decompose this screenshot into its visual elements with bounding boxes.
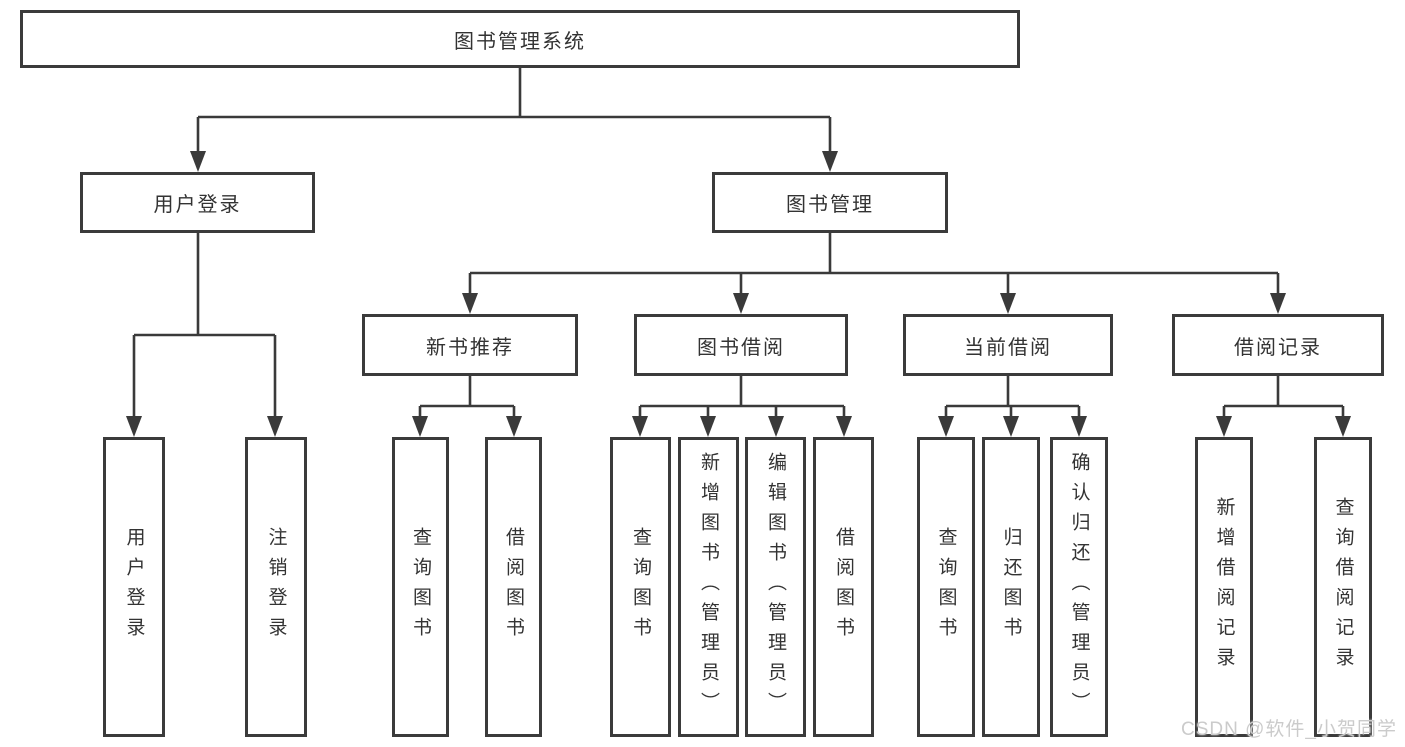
arrow-down-icon — [506, 416, 522, 437]
arrow-down-icon — [938, 416, 954, 437]
connector-borrow-split — [638, 376, 846, 420]
node-label: 确认归还（管理员） — [1068, 452, 1090, 722]
connector-root-split — [196, 67, 832, 154]
arrow-down-icon — [267, 416, 283, 437]
node-label: 借阅图书 — [503, 527, 524, 647]
node-label: 图书管理系统 — [454, 30, 586, 53]
csdn-watermark: CSDN @软件_小贺同学 — [1181, 719, 1397, 740]
node-user-login: 用户登录 — [80, 172, 315, 233]
arrow-down-icon — [1216, 416, 1232, 437]
arrow-down-icon — [822, 151, 838, 172]
node-label: 查询图书 — [630, 527, 651, 647]
node-label: 当前借阅 — [964, 336, 1052, 359]
arrow-down-icon — [462, 293, 478, 314]
arrow-down-icon — [700, 416, 716, 437]
arrow-down-icon — [1000, 293, 1016, 314]
node-library-management-system: 图书管理系统 — [20, 10, 1020, 68]
connector-record-split — [1222, 376, 1345, 420]
node-label: 查询图书 — [410, 527, 431, 647]
node-label: 查询图书 — [935, 527, 957, 647]
arrow-down-icon — [190, 151, 206, 172]
node-label: 注销登录 — [265, 527, 287, 647]
node-label: 查询借阅记录 — [1332, 497, 1354, 677]
connector-userlogin-split — [132, 233, 277, 420]
leaf-query-book-recommend: 查询图书 — [392, 437, 449, 737]
arrow-down-icon — [1335, 416, 1351, 437]
leaf-confirm-return-admin: 确认归还（管理员） — [1050, 437, 1108, 737]
arrow-down-icon — [1270, 293, 1286, 314]
leaf-add-borrow-record: 新增借阅记录 — [1195, 437, 1253, 737]
node-label: 借阅图书 — [833, 527, 854, 647]
node-borrow-record: 借阅记录 — [1172, 314, 1384, 376]
connector-current-split — [944, 376, 1081, 420]
node-label: 编辑图书（管理员） — [765, 452, 786, 722]
leaf-return-book: 归还图书 — [982, 437, 1040, 737]
arrow-down-icon — [1003, 416, 1019, 437]
arrowheads — [126, 151, 1351, 437]
arrow-down-icon — [768, 416, 784, 437]
arrow-down-icon — [1071, 416, 1087, 437]
leaf-user-login: 用户登录 — [103, 437, 165, 737]
node-label: 新书推荐 — [426, 336, 514, 359]
node-label: 归还图书 — [1000, 527, 1022, 647]
connector-bookmgmt-split — [468, 233, 1280, 296]
node-label: 新增借阅记录 — [1213, 497, 1235, 677]
leaf-add-book-admin: 新增图书（管理员） — [678, 437, 739, 737]
arrow-down-icon — [126, 416, 142, 437]
leaf-query-book-current: 查询图书 — [917, 437, 975, 737]
leaf-edit-book-admin: 编辑图书（管理员） — [745, 437, 806, 737]
arrow-down-icon — [733, 293, 749, 314]
node-new-book-recommend: 新书推荐 — [362, 314, 578, 376]
node-label: 新增图书（管理员） — [698, 452, 719, 722]
arrow-down-icon — [412, 416, 428, 437]
leaf-logout: 注销登录 — [245, 437, 307, 737]
leaf-borrow-book-recommend: 借阅图书 — [485, 437, 542, 737]
node-book-management: 图书管理 — [712, 172, 948, 233]
node-label: 图书借阅 — [697, 336, 785, 359]
node-label: 借阅记录 — [1234, 336, 1322, 359]
node-book-borrow: 图书借阅 — [634, 314, 848, 376]
leaf-query-borrow-record: 查询借阅记录 — [1314, 437, 1372, 737]
arrow-down-icon — [632, 416, 648, 437]
arrow-down-icon — [836, 416, 852, 437]
node-label: 用户登录 — [123, 527, 145, 647]
connector-newbook-split — [418, 376, 516, 420]
node-label: 用户登录 — [153, 194, 242, 216]
leaf-query-book-borrow: 查询图书 — [610, 437, 671, 737]
node-current-borrow: 当前借阅 — [903, 314, 1113, 376]
node-label: 图书管理 — [786, 194, 874, 216]
leaf-borrow-book: 借阅图书 — [813, 437, 874, 737]
